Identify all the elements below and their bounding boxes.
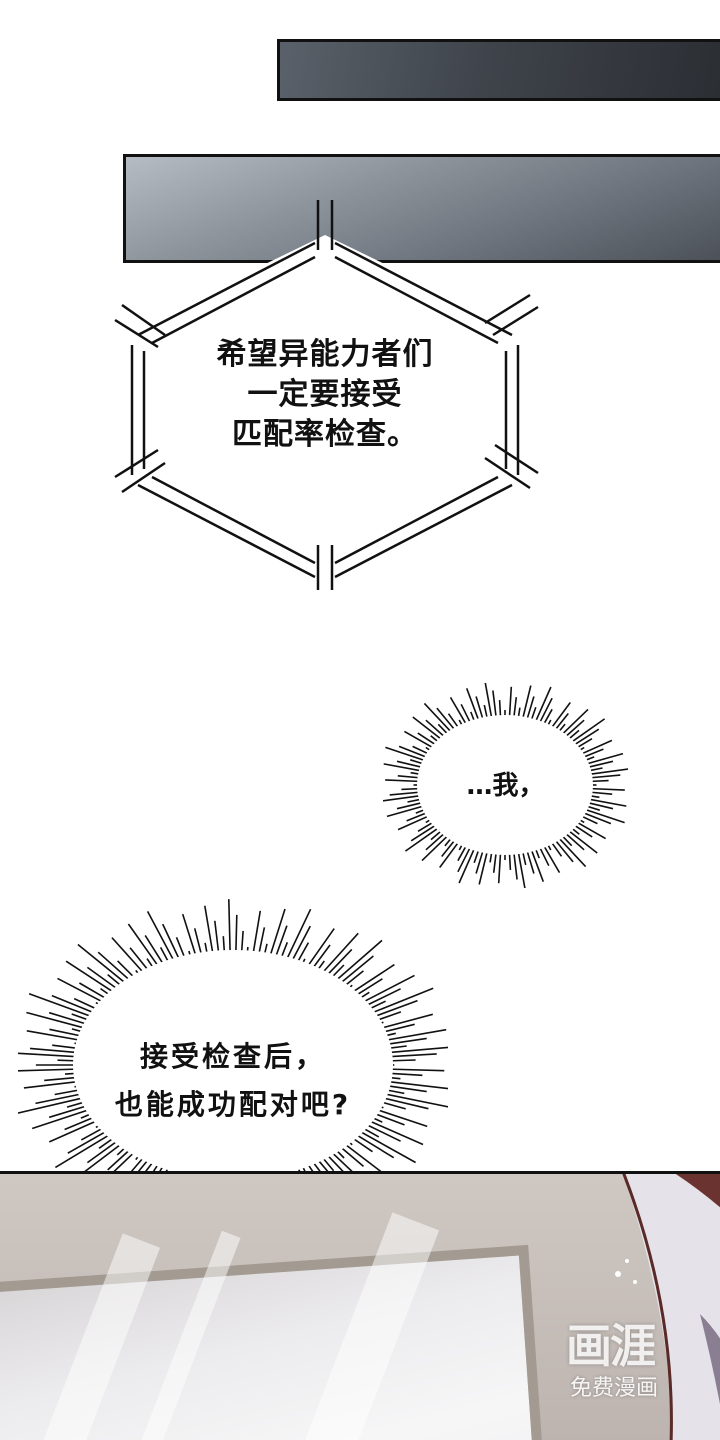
hexagon-line-2: 一定要接受	[247, 377, 403, 412]
narration-box-second	[123, 154, 720, 263]
large-burst-line-2: 也能成功配对吧?	[114, 1088, 352, 1121]
small-burst-bubble: …我，	[378, 681, 632, 889]
burst-lines-icon	[7, 899, 458, 1229]
watermark-subtext: 免费漫画	[570, 1376, 659, 1401]
small-burst-text: …我，	[466, 771, 545, 801]
large-burst-line-1: 接受检查后，	[139, 1040, 326, 1073]
hexagon-speech-bubble	[110, 195, 540, 590]
burst-lines-icon	[378, 681, 632, 889]
watermark-logo: 画涯	[566, 1319, 656, 1373]
glass-screen-illustration	[0, 1212, 551, 1440]
bottom-illustration-panel	[0, 1171, 720, 1440]
large-burst-bubble: 接受检查后， 也能成功配对吧?	[7, 895, 458, 1229]
narration-box-top	[277, 39, 720, 101]
hexagon-line-1: 希望异能力者们	[216, 337, 434, 372]
hexagon-frame-icon	[114, 200, 539, 590]
hexagon-line-3: 匹配率检查。	[232, 417, 418, 452]
hexagon-bubble-text: 希望异能力者们 一定要接受 匹配率检查。	[110, 335, 540, 455]
character-silhouette-icon	[615, 1174, 720, 1440]
large-burst-text: 接受检查后， 也能成功配对吧?	[18, 1033, 448, 1129]
